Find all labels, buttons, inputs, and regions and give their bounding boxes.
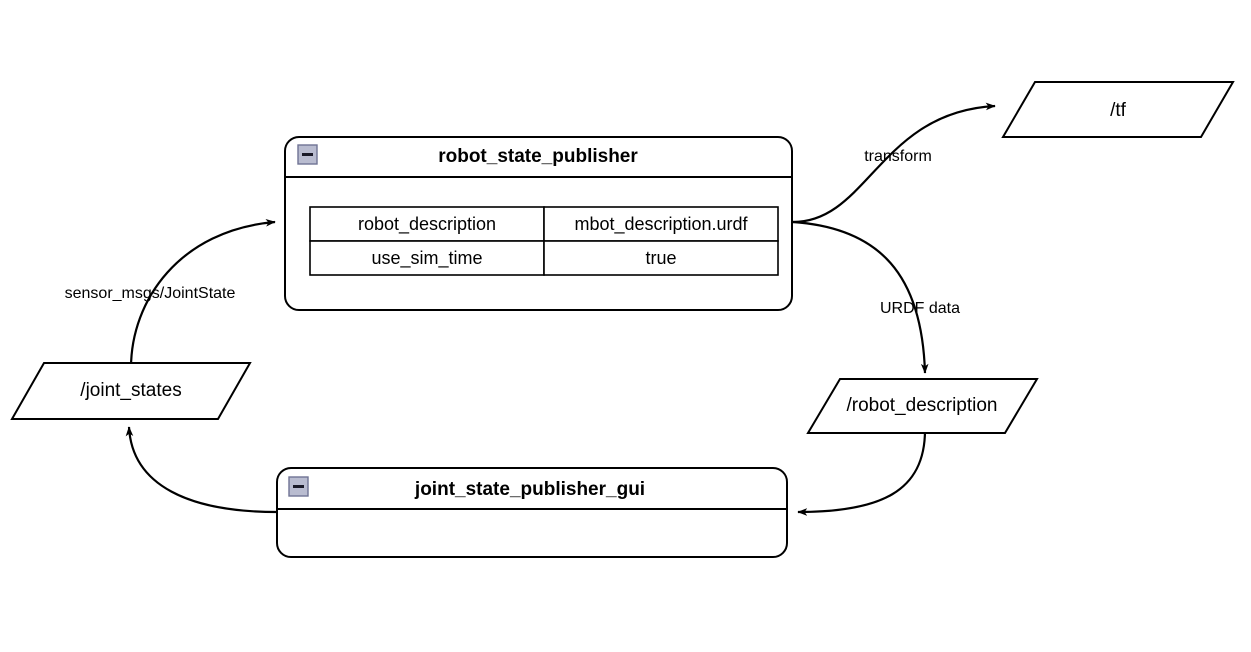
edge-robot-state-publisher-to-tf: transform — [792, 102, 996, 224]
minus-box-icon[interactable] — [288, 476, 309, 497]
topic-label-tf: /tf — [1110, 100, 1127, 121]
param-value-cell — [543, 206, 779, 242]
param-name-text: use_sim_time — [371, 248, 482, 269]
node-body — [276, 467, 788, 558]
edge-path — [792, 220, 929, 374]
minus-box-icon[interactable] — [297, 144, 318, 165]
edge-robot-state-publisher-to-robot-description: URDF data — [792, 220, 960, 374]
param-row: use_sim_time true — [309, 240, 779, 276]
topic-joint-states[interactable]: /joint_states — [10, 362, 252, 420]
topic-shape-parallelogram — [806, 378, 1039, 434]
edge-path — [125, 426, 278, 514]
topic-robot-description[interactable]: /robot_description — [806, 378, 1039, 434]
edge-joint-states-to-robot-state-publisher: sensor_msgs/JointState — [65, 218, 276, 369]
edge-path — [792, 102, 996, 224]
param-name-text: robot_description — [358, 214, 496, 235]
edge-label-transform: transform — [864, 148, 932, 165]
node-robot-state-publisher[interactable]: robot_state_publisher robot_description … — [284, 136, 793, 311]
param-value-text: mbot_description.urdf — [574, 214, 748, 235]
node-title-joint-state-publisher-gui: joint_state_publisher_gui — [414, 479, 645, 500]
param-row: robot_description mbot_description.urdf — [309, 206, 779, 242]
param-table-robot-state-publisher: robot_description mbot_description.urdf … — [309, 206, 779, 276]
edge-label-urdf-data: URDF data — [880, 300, 960, 317]
topic-tf[interactable]: /tf — [1001, 81, 1235, 138]
edge-robot-description-to-joint-state-publisher-gui — [797, 429, 927, 516]
edge-path — [797, 429, 927, 516]
edge-label-sensor-msgs-jointstate: sensor_msgs/JointState — [65, 285, 236, 302]
topic-label-robot-description: /robot_description — [846, 395, 997, 416]
topic-shape-parallelogram — [1001, 81, 1235, 138]
edge-joint-state-publisher-gui-to-joint-states — [125, 426, 278, 514]
param-value-text: true — [645, 248, 676, 268]
topic-label-joint-states: /joint_states — [80, 380, 181, 401]
node-joint-state-publisher-gui[interactable]: joint_state_publisher_gui — [276, 467, 788, 558]
param-value-cell — [543, 240, 779, 276]
node-title-robot-state-publisher: robot_state_publisher — [438, 146, 638, 167]
edge-path — [129, 218, 276, 369]
topic-shape-parallelogram — [10, 362, 252, 420]
